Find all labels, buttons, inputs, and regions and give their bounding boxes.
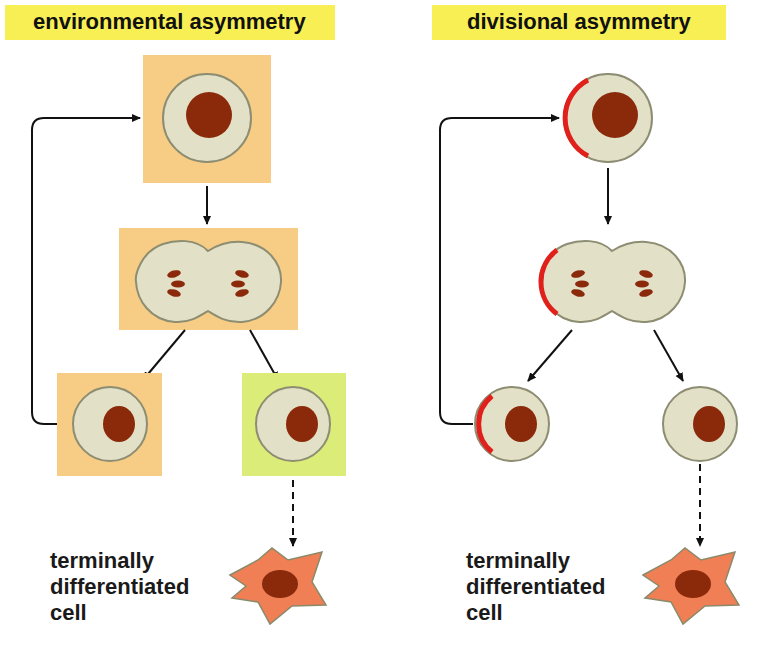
daughter-cell — [663, 387, 737, 461]
polarity-determinant — [479, 396, 492, 452]
panel-title: divisional asymmetry — [467, 9, 726, 35]
daughter-cell — [475, 387, 549, 461]
dividing-cell — [136, 241, 281, 322]
daughter-cell — [256, 387, 330, 461]
title-box: divisional asymmetry — [432, 5, 726, 40]
title-box: environmental asymmetry — [5, 5, 335, 40]
stem-cell — [163, 74, 251, 162]
arrow — [143, 330, 185, 380]
nucleus — [675, 570, 711, 598]
arrow — [250, 330, 278, 380]
arrow — [607, 168, 609, 224]
differentiated-cell — [230, 548, 326, 624]
polarity-determinant — [541, 250, 557, 314]
cell-label: terminally differentiated cell — [466, 548, 638, 626]
nucleus — [262, 570, 298, 598]
nucleus — [592, 92, 638, 138]
nucleus — [693, 406, 725, 442]
nucleus — [186, 92, 232, 138]
polarity-determinant — [565, 80, 588, 156]
nucleus — [103, 406, 135, 442]
self-renewal-arrow — [440, 118, 559, 424]
new-environment — [242, 373, 346, 476]
niche-square — [143, 55, 271, 183]
niche-square — [57, 373, 162, 476]
panel-title: environmental asymmetry — [33, 9, 335, 35]
arrow — [654, 330, 683, 381]
arrow — [206, 186, 208, 224]
self-renewal-arrow — [32, 118, 140, 424]
niche-square — [119, 228, 298, 330]
dashed-arrow — [699, 464, 701, 546]
nucleus — [286, 406, 318, 442]
nucleus — [505, 406, 537, 442]
daughter-cell — [73, 387, 147, 461]
cell-label: terminally differentiated cell — [50, 548, 222, 626]
arrow — [528, 330, 572, 381]
stem-cell — [564, 74, 652, 162]
dashed-arrow — [292, 480, 294, 546]
differentiated-cell — [643, 548, 739, 624]
dividing-cell — [540, 241, 685, 322]
